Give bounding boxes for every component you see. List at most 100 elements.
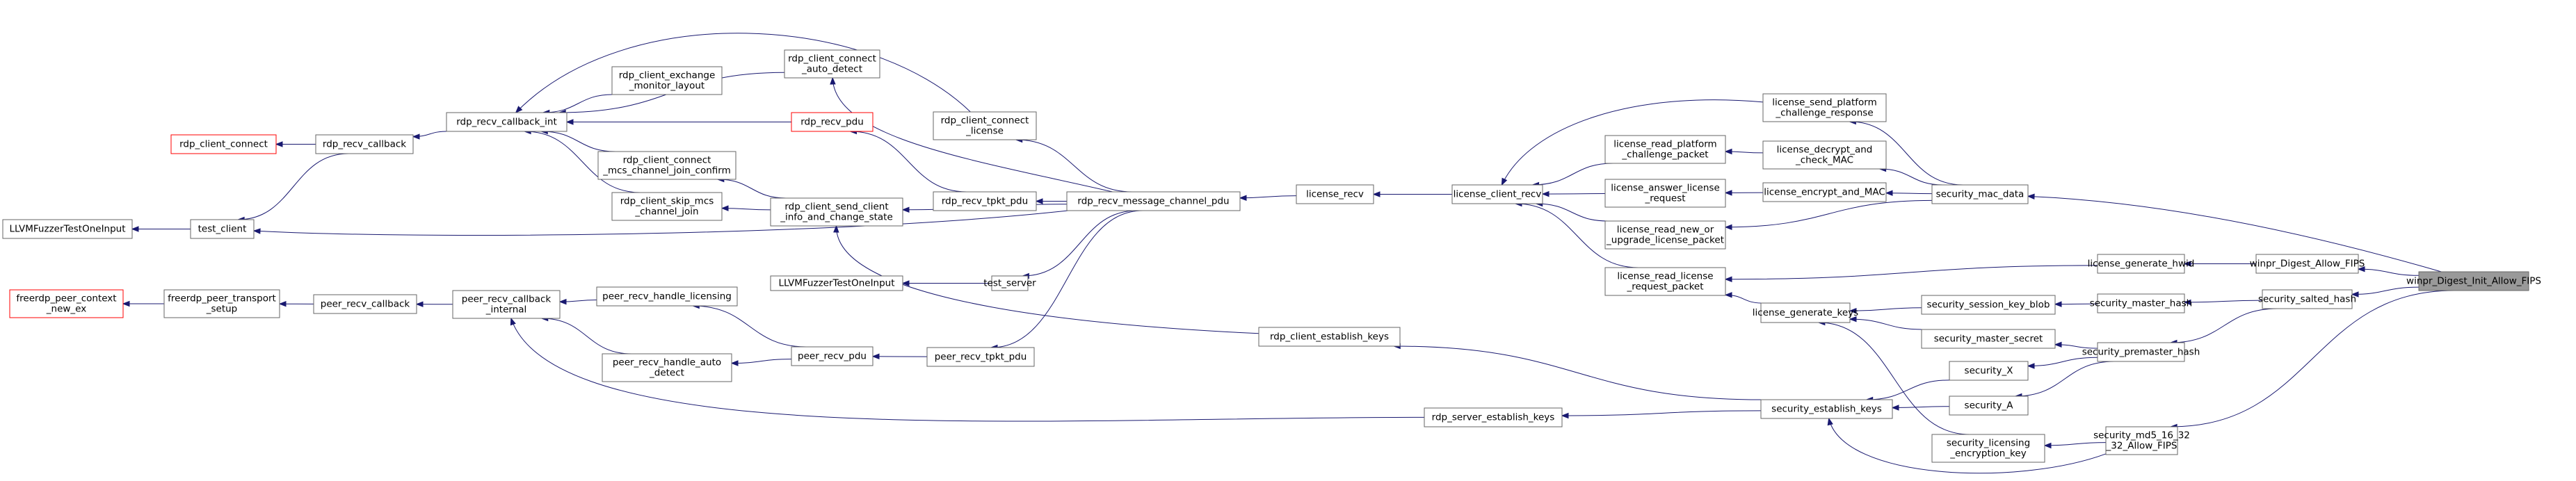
node-label: rdp_client_send_client — [784, 202, 888, 213]
node-rlrp[interactable]: license_read_license_request_packet — [1604, 267, 1726, 296]
node-box — [602, 353, 732, 382]
node-label: license_decrypt_and — [1777, 145, 1873, 156]
node-box — [446, 112, 567, 132]
node-label: _detect — [649, 368, 684, 379]
node-label: license_generate_hwid — [2088, 259, 2195, 270]
node-ansl[interactable]: license_answer_license_request — [1604, 179, 1726, 208]
node-llvm2[interactable]: LLVMFuzzerTestOneInput — [770, 275, 903, 291]
node-ms[interactable]: security_master_secret — [1921, 329, 2056, 349]
node-rcc[interactable]: rdp_client_connect — [170, 134, 277, 154]
node-pcb[interactable]: peer_recv_callback — [313, 294, 417, 314]
node-fpcn[interactable]: freerdp_peer_context_new_ex — [9, 289, 124, 318]
node-ts[interactable]: test_server — [983, 275, 1036, 291]
node-rcemon[interactable]: rdp_client_exchange_monitor_layout — [611, 66, 723, 95]
node-box — [2262, 289, 2353, 309]
node-box — [190, 219, 255, 239]
node-ptpkt[interactable]: peer_recv_tpkt_pdu — [926, 347, 1035, 367]
node-rtpkt[interactable]: rdp_recv_tpkt_pdu — [933, 191, 1037, 211]
node-label: _info_and_change_state — [780, 212, 893, 223]
edge-lrecv-to-rmcp — [1239, 195, 1297, 199]
node-box — [2097, 342, 2185, 362]
edge-salted-to-mhash — [2184, 300, 2263, 303]
node-pmhash[interactable]: security_premaster_hash — [2082, 342, 2200, 362]
node-skb[interactable]: security_session_key_blob — [1921, 295, 2056, 315]
node-fpts[interactable]: freerdp_peer_transport_setup — [163, 289, 280, 318]
node-dafips[interactable]: winpr_Digest_Allow_FIPS — [2250, 254, 2365, 274]
node-label: _upgrade_license_packet — [1606, 235, 1724, 246]
node-rpdu[interactable]: rdp_recv_pdu — [791, 112, 874, 132]
node-ppdu[interactable]: peer_recv_pdu — [791, 346, 874, 366]
edge-arrowhead — [1724, 292, 1732, 298]
edge-arrowhead — [1561, 412, 1569, 419]
node-dcmac[interactable]: license_decrypt_and_check_MAC — [1762, 140, 1887, 170]
node-rcmcs[interactable]: rdp_client_connect_mcs_channel_join_conf… — [597, 151, 736, 180]
node-lgk[interactable]: license_generate_keys — [1753, 302, 1858, 323]
edge-root-to-salted — [2351, 286, 2420, 295]
node-label: rdp_recv_callback_int — [456, 117, 557, 128]
edge-arrowhead — [901, 206, 910, 213]
edge-arrowhead — [2027, 193, 2035, 199]
node-rcsend[interactable]: rdp_client_send_client_info_and_change_s… — [770, 197, 903, 227]
node-box — [1921, 295, 2056, 315]
edge-arrowhead — [2054, 301, 2062, 307]
edge-arrowhead — [1239, 195, 1247, 201]
node-mhash[interactable]: security_master_hash — [2090, 293, 2192, 313]
node-rcad[interactable]: rdp_client_connect_auto_detect — [784, 49, 880, 79]
node-md5[interactable]: security_md5_16_32_32_Allow_FIPS — [2093, 426, 2190, 455]
node-rmcp[interactable]: rdp_recv_message_channel_pdu — [1066, 191, 1241, 211]
node-slek[interactable]: security_licensing_encryption_key — [1931, 434, 2045, 463]
node-splat[interactable]: license_send_platform_challenge_response — [1762, 93, 1887, 122]
edge-arrowhead — [131, 226, 139, 232]
node-salted[interactable]: security_salted_hash — [2258, 289, 2356, 309]
node-hwid[interactable]: license_generate_hwid — [2088, 254, 2195, 274]
node-label: _setup — [206, 304, 238, 315]
node-box — [597, 151, 736, 180]
node-box — [1424, 407, 1563, 427]
node-box — [1949, 361, 2029, 381]
node-sx[interactable]: security_X — [1949, 361, 2029, 381]
node-rcl[interactable]: rdp_client_connect_license — [933, 111, 1037, 140]
node-box — [791, 346, 874, 366]
node-rcek[interactable]: rdp_client_establish_keys — [1258, 327, 1401, 347]
edge-arrowhead — [2043, 442, 2052, 449]
node-box — [770, 197, 903, 227]
node-label: security_A — [1965, 400, 2014, 411]
node-rcskip[interactable]: rdp_client_skip_mcs_channel_join — [611, 192, 723, 221]
node-label: security_X — [1965, 366, 2013, 377]
edge-arrowhead — [252, 228, 261, 234]
node-lcr[interactable]: license_client_recv — [1451, 184, 1543, 204]
edge-arrowhead — [1891, 405, 1899, 411]
node-label: peer_recv_pdu — [798, 351, 867, 362]
edge-md5-to-slek — [2044, 442, 2107, 446]
node-llvm1[interactable]: LLVMFuzzerTestOneInput — [2, 219, 133, 239]
edge-rcemon-to-rcbi — [542, 94, 613, 113]
node-box — [1604, 179, 1726, 208]
node-rsek[interactable]: rdp_server_establish_keys — [1424, 407, 1563, 427]
node-box — [1451, 184, 1543, 204]
edge-arrowhead — [1035, 198, 1043, 204]
node-sa[interactable]: security_A — [1949, 396, 2029, 416]
node-phad[interactable]: peer_recv_handle_auto_detect — [602, 353, 732, 382]
node-box — [770, 275, 903, 291]
node-pcbi[interactable]: peer_recv_callback_internal — [452, 290, 561, 319]
edge-arrowhead — [2357, 266, 2365, 272]
node-mac[interactable]: security_mac_data — [1931, 184, 2029, 204]
edge-arrowhead — [1724, 276, 1732, 283]
node-phl[interactable]: peer_recv_handle_licensing — [596, 286, 738, 307]
node-rcb[interactable]: rdp_recv_callback — [315, 134, 414, 154]
edge-rmcp-to-tc — [253, 210, 1068, 236]
node-label: rdp_client_connect — [941, 115, 1029, 127]
node-label: peer_recv_tpkt_pdu — [935, 352, 1027, 363]
node-box — [1931, 434, 2045, 463]
node-rcbi[interactable]: rdp_recv_callback_int — [446, 112, 567, 132]
node-sek[interactable]: security_establish_keys — [1760, 399, 1893, 419]
node-tc[interactable]: test_client — [190, 219, 255, 239]
edge-rcb-to-tc — [238, 153, 349, 220]
node-box — [1760, 302, 1851, 323]
node-rnew[interactable]: license_read_new_or_upgrade_license_pack… — [1604, 220, 1726, 250]
node-rplat[interactable]: license_read_platform_challenge_packet — [1604, 135, 1726, 164]
node-lrecv[interactable]: license_recv — [1296, 184, 1374, 204]
node-encmac[interactable]: license_encrypt_and_MAC — [1762, 182, 1887, 202]
node-label: security_establish_keys — [1771, 404, 1882, 415]
